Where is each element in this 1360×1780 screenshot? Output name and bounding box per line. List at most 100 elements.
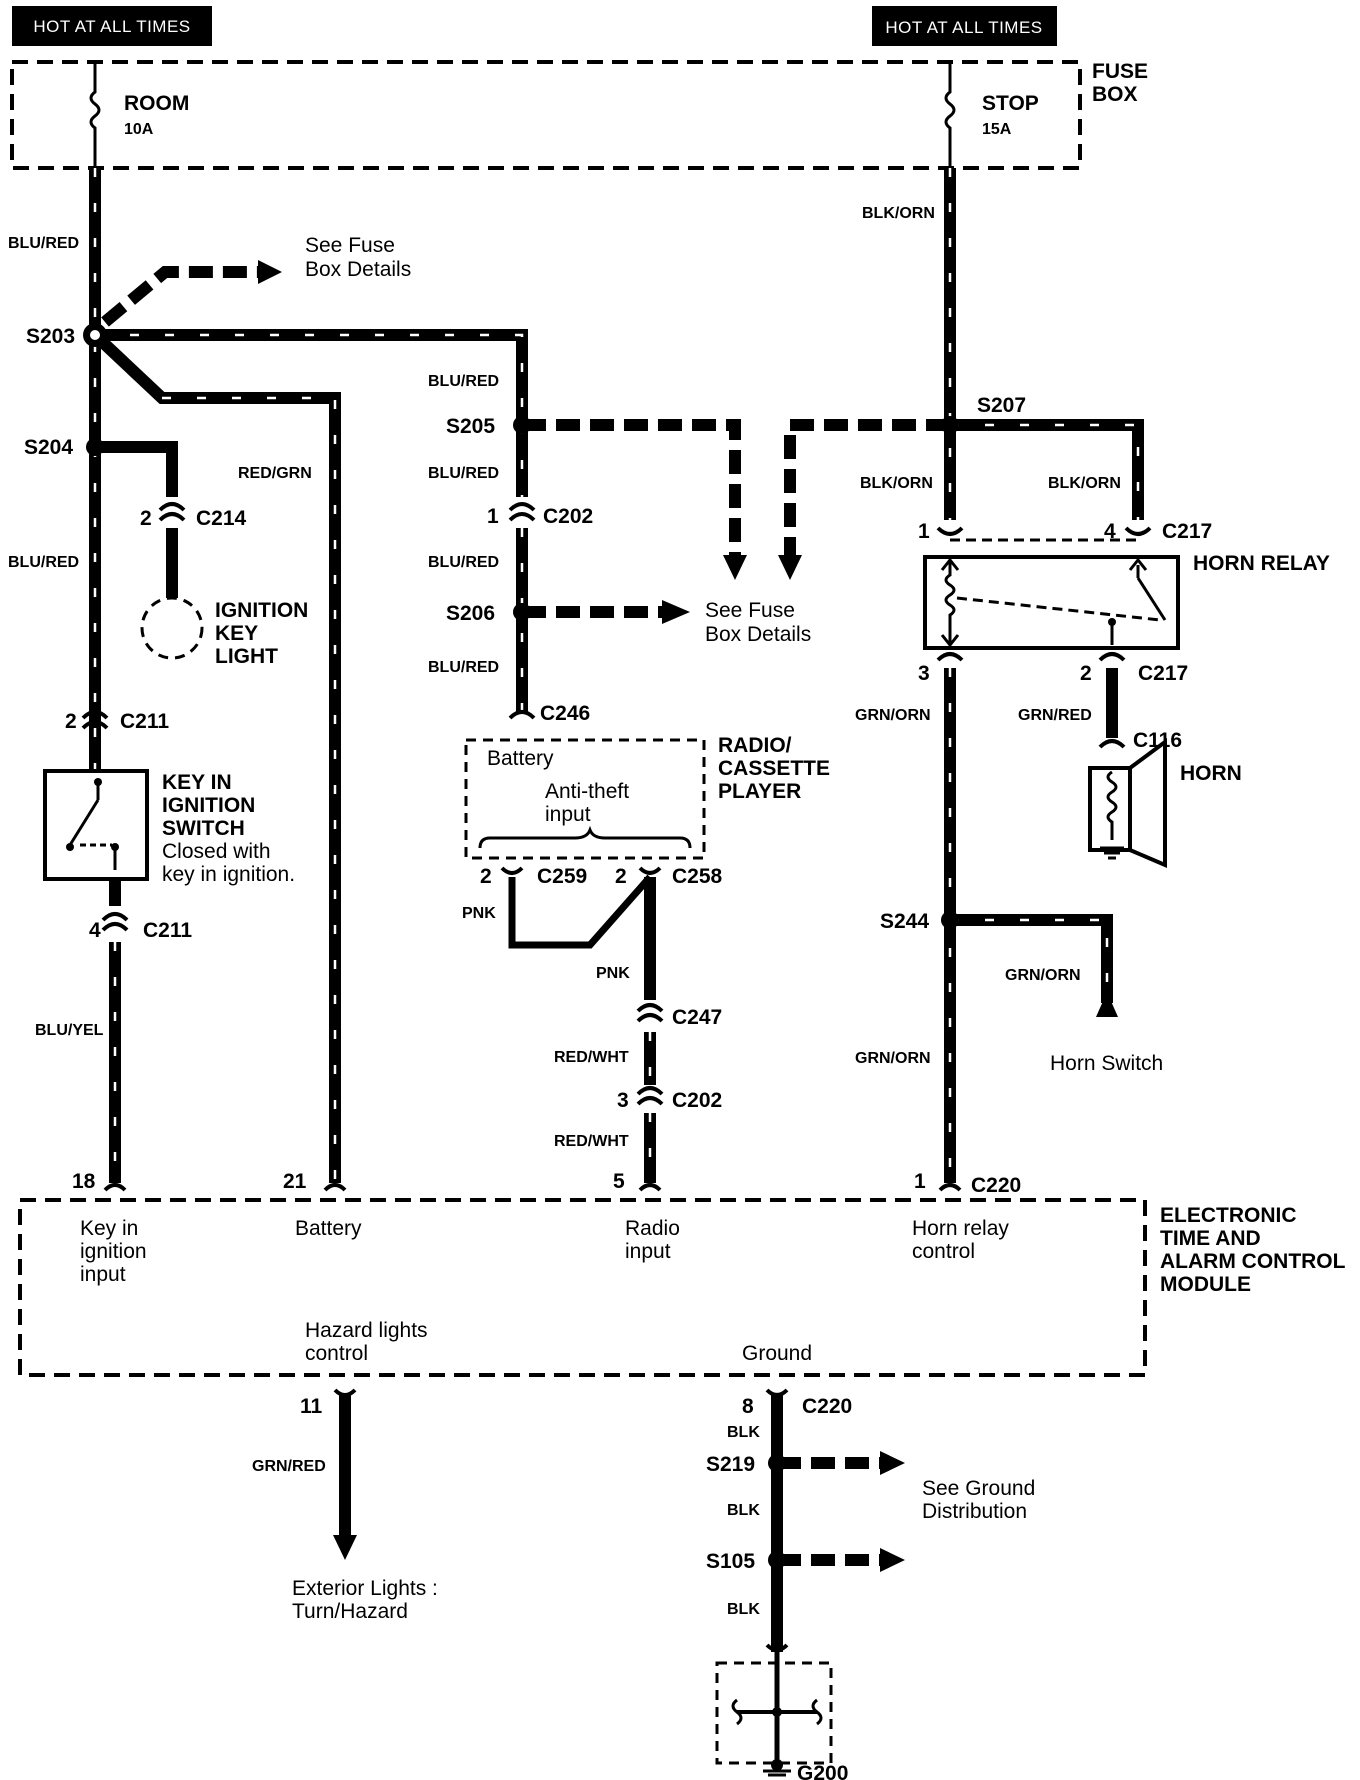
c259-label: C259 [537, 865, 587, 888]
svg-text:Horn relay: Horn relay [912, 1217, 1009, 1240]
svg-text:BLU/YEL: BLU/YEL [35, 1022, 104, 1039]
svg-text:1: 1 [914, 1170, 926, 1193]
svg-text:Anti-theft: Anti-theft [545, 780, 629, 803]
splice-s206: S206 [446, 602, 531, 625]
splice-s244: S244 [880, 910, 959, 933]
c202-top-pin: 1 [487, 505, 499, 528]
svg-text:GRN/ORN: GRN/ORN [1005, 967, 1081, 984]
splice-s105: S105 [706, 1550, 786, 1573]
c258-pin: 2 [615, 865, 627, 888]
svg-text:KEY IN: KEY IN [162, 771, 232, 794]
svg-text:Ground: Ground [742, 1342, 812, 1365]
svg-text:Horn Switch: Horn Switch [1050, 1052, 1163, 1075]
svg-text:ignition: ignition [80, 1240, 147, 1263]
svg-text:IGNITION: IGNITION [215, 599, 308, 622]
svg-text:Radio: Radio [625, 1217, 680, 1240]
svg-text:S206: S206 [446, 602, 495, 625]
svg-text:BLU/RED: BLU/RED [8, 554, 79, 571]
ref-fuse-box-details-1: See Fuse Box Details [305, 234, 411, 281]
svg-text:LIGHT: LIGHT [215, 645, 278, 668]
c258-label: C258 [672, 865, 723, 888]
svg-text:GRN/ORN: GRN/ORN [855, 707, 931, 724]
radio-cassette-player: Battery Anti-theft input RADIO/ CASSETTE… [464, 734, 830, 860]
module-pin-key-in: 18 Key in ignition input [72, 1170, 147, 1286]
c217-pin2: 2 [1080, 662, 1092, 685]
svg-text:S207: S207 [977, 394, 1026, 417]
svg-text:Exterior Lights :: Exterior Lights : [292, 1577, 438, 1600]
svg-text:GRN/RED: GRN/RED [1018, 707, 1092, 724]
c202-bottom-pin: 3 [617, 1089, 629, 1112]
svg-text:BLK: BLK [727, 1502, 760, 1519]
svg-text:key in ignition.: key in ignition. [162, 863, 295, 886]
svg-text:BLU/RED: BLU/RED [8, 235, 79, 252]
svg-text:11: 11 [300, 1395, 323, 1418]
svg-text:BLU/RED: BLU/RED [428, 659, 499, 676]
svg-text:PNK: PNK [462, 905, 496, 922]
c202-bottom-label: C202 [672, 1089, 722, 1112]
hot-label-left: HOT AT ALL TIMES [12, 6, 212, 46]
module-pin-horn: 1 Horn relay control [912, 1170, 1009, 1263]
svg-text:BLU/RED: BLU/RED [428, 465, 499, 482]
svg-text:Battery: Battery [487, 747, 554, 770]
svg-text:MODULE: MODULE [1160, 1273, 1251, 1296]
svg-text:BLK: BLK [727, 1424, 760, 1441]
svg-text:ELECTRONIC: ELECTRONIC [1160, 1204, 1297, 1227]
svg-text:control: control [912, 1240, 975, 1263]
svg-text:BLK/ORN: BLK/ORN [862, 205, 935, 222]
c211-top-label: C211 [120, 710, 169, 733]
c247-label: C247 [672, 1006, 722, 1029]
svg-text:IGNITION: IGNITION [162, 794, 255, 817]
svg-text:HOT AT ALL TIMES: HOT AT ALL TIMES [885, 18, 1042, 37]
svg-text:S205: S205 [446, 415, 495, 438]
svg-text:STOP: STOP [982, 92, 1039, 115]
svg-text:input: input [625, 1240, 671, 1263]
svg-text:KEY: KEY [215, 622, 258, 645]
c217-top-label: C217 [1162, 520, 1212, 543]
c259-pin: 2 [480, 865, 492, 888]
svg-text:G200: G200 [797, 1762, 848, 1780]
key-in-ignition-switch: KEY IN IGNITION SWITCH Closed with key i… [43, 769, 295, 886]
svg-text:S105: S105 [706, 1550, 755, 1573]
svg-text:HOT AT ALL TIMES: HOT AT ALL TIMES [33, 17, 190, 36]
c246-label: C246 [540, 702, 590, 725]
splice-s203: S203 [26, 323, 107, 348]
svg-text:FUSE: FUSE [1092, 60, 1148, 83]
ref-fuse-box-details-2: See Fuse Box Details [705, 599, 811, 646]
module-pin-radio: 5 Radio input [613, 1170, 680, 1263]
svg-text:Turn/Hazard: Turn/Hazard [292, 1600, 408, 1623]
hot-label-right: HOT AT ALL TIMES [872, 6, 1057, 46]
horn-switch: Horn Switch [1050, 992, 1163, 1075]
fuse-box: FUSE BOX [10, 60, 1148, 170]
svg-text:18: 18 [72, 1170, 96, 1193]
c217-pin3: 3 [918, 662, 930, 685]
svg-text:TIME AND: TIME AND [1160, 1227, 1261, 1250]
c217-pin1: 1 [918, 520, 930, 543]
fuse-stop: STOP 15A [944, 60, 1039, 166]
svg-text:RADIO/: RADIO/ [718, 734, 792, 757]
svg-text:Battery: Battery [295, 1217, 362, 1240]
splice-s204: S204 [24, 436, 104, 459]
c211-bottom-pin: 4 [89, 919, 101, 942]
svg-text:CASSETTE: CASSETTE [718, 757, 830, 780]
svg-text:10A: 10A [124, 121, 154, 138]
fuse-room: ROOM 10A [89, 60, 189, 166]
svg-text:Box Details: Box Details [705, 623, 811, 646]
svg-text:ALARM CONTROL: ALARM CONTROL [1160, 1250, 1346, 1273]
module-pin-battery: 21 Battery [283, 1170, 362, 1240]
ref-ground-distribution: See Ground Distribution [922, 1477, 1035, 1523]
svg-text:See Fuse: See Fuse [705, 599, 795, 622]
svg-text:Box Details: Box Details [305, 258, 411, 281]
reference-arrows [101, 260, 950, 1572]
svg-text:BLK: BLK [727, 1601, 760, 1618]
ground-g200: G200 [715, 1652, 848, 1780]
svg-text:Key in: Key in [80, 1217, 138, 1240]
svg-text:input: input [545, 803, 591, 826]
wires [89, 168, 1144, 1652]
c214-pin: 2 [140, 507, 152, 530]
svg-text:BLU/RED: BLU/RED [428, 373, 499, 390]
svg-text:See Fuse: See Fuse [305, 234, 395, 257]
wire-color-labels: BLU/RED BLU/RED RED/GRN BLU/RED BLU/RED … [8, 205, 1121, 1618]
svg-text:HORN: HORN [1180, 762, 1242, 785]
svg-text:RED/GRN: RED/GRN [238, 465, 312, 482]
